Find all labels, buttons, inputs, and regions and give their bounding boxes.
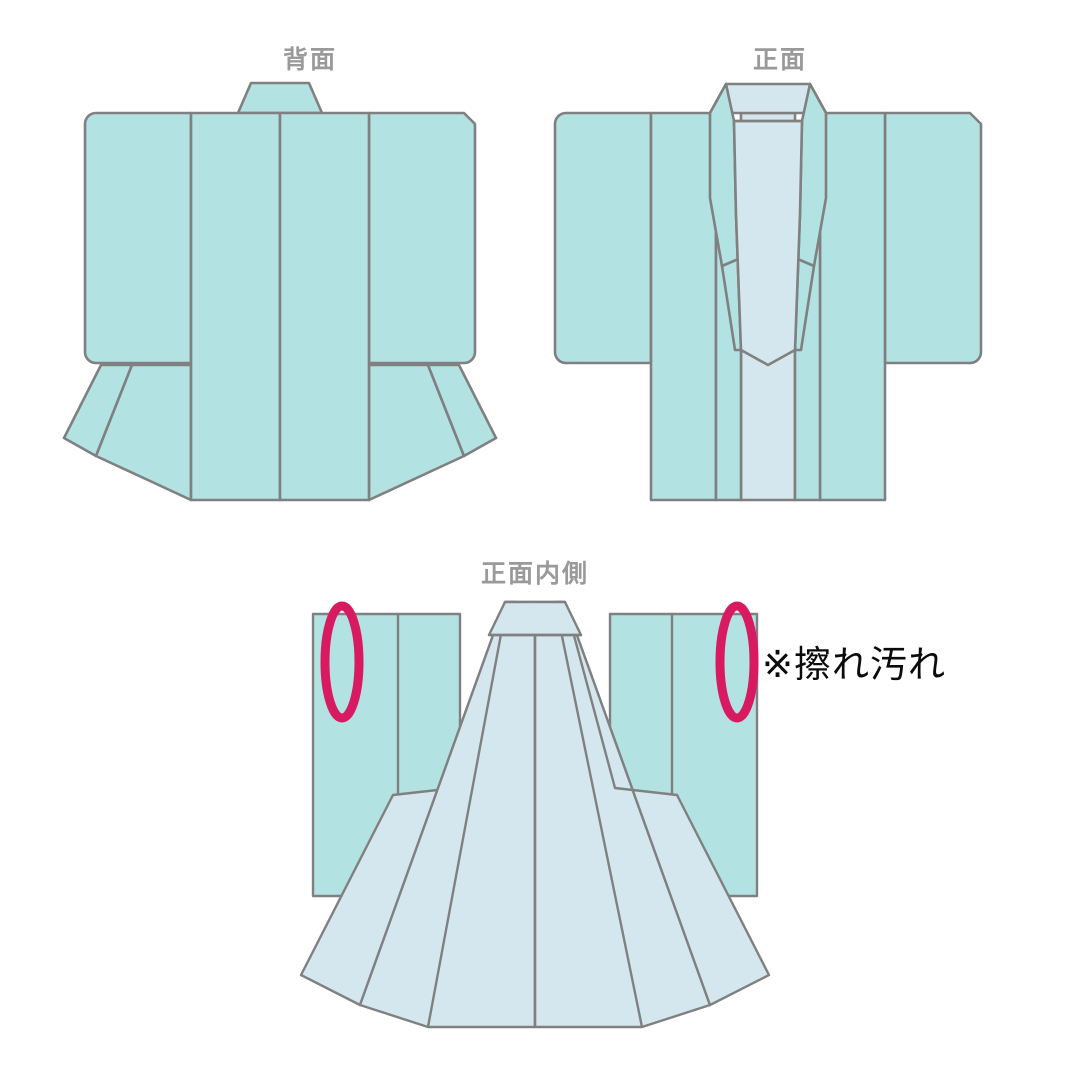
front-left-collar-tick (720, 258, 738, 268)
back-right-skirt-outer (426, 363, 498, 458)
front-right-sleeve (883, 111, 983, 365)
back-collar-shape (236, 81, 324, 115)
kimono-back-illustration (62, 81, 498, 502)
inner-collar-cap (487, 600, 583, 637)
front-neckline-opening (732, 119, 804, 367)
front-right-body-outer (818, 111, 887, 502)
back-body-right-panel (278, 111, 371, 502)
panel-back-view: 背面 (60, 34, 560, 534)
panel-inner-title: 正面内側 (480, 560, 589, 588)
panel-front-view: 正面 (530, 34, 1030, 534)
panel-back-title: 背面 (282, 46, 337, 74)
front-left-body-outer (649, 111, 718, 502)
kimono-inner-illustration (299, 600, 771, 1029)
panel-front-title: 正面 (752, 46, 807, 74)
front-left-sleeve (553, 111, 653, 365)
inner-lining-right-outer-flare (563, 600, 771, 1007)
kimono-front-illustration (553, 82, 983, 502)
panel-inner-view: 正面内側 (285, 550, 785, 1060)
back-left-sleeve (83, 111, 193, 365)
front-right-collar-tick (798, 258, 816, 268)
back-body-left-panel (189, 111, 282, 502)
back-right-sleeve (367, 111, 477, 365)
wear-stain-note: ※擦れ汚れ (762, 643, 947, 686)
